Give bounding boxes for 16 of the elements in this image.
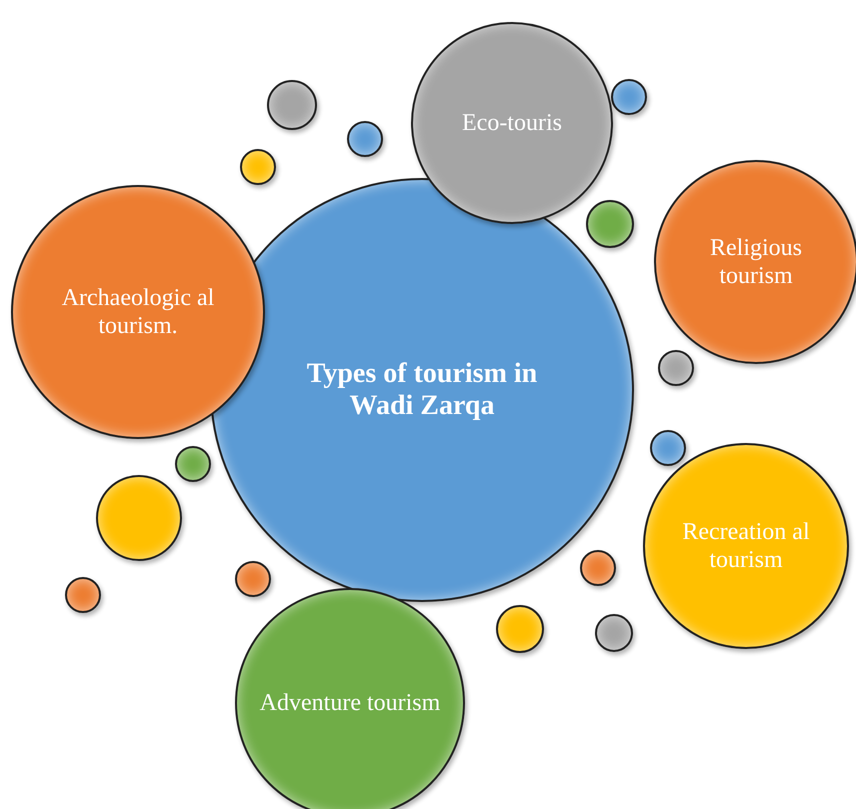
bubble <box>175 446 211 482</box>
bubble <box>658 350 694 386</box>
bubble-label: Archaeologic al tourism. <box>60 284 216 340</box>
center-title: Types of tourism in Wadi Zarqa <box>306 358 538 422</box>
bubble <box>267 80 317 130</box>
bubble <box>347 121 383 157</box>
bubble <box>611 79 647 115</box>
bubble <box>65 577 101 613</box>
bubble <box>496 605 544 653</box>
bubble-label: Religious tourism <box>708 234 803 290</box>
bubble <box>595 614 633 652</box>
bubble-label: Adventure tourism <box>258 689 442 717</box>
bubble-label: Eco-touris <box>461 109 563 137</box>
bubble <box>650 430 686 466</box>
bubble <box>240 149 276 185</box>
bubble-label: Recreation al tourism <box>681 518 811 574</box>
